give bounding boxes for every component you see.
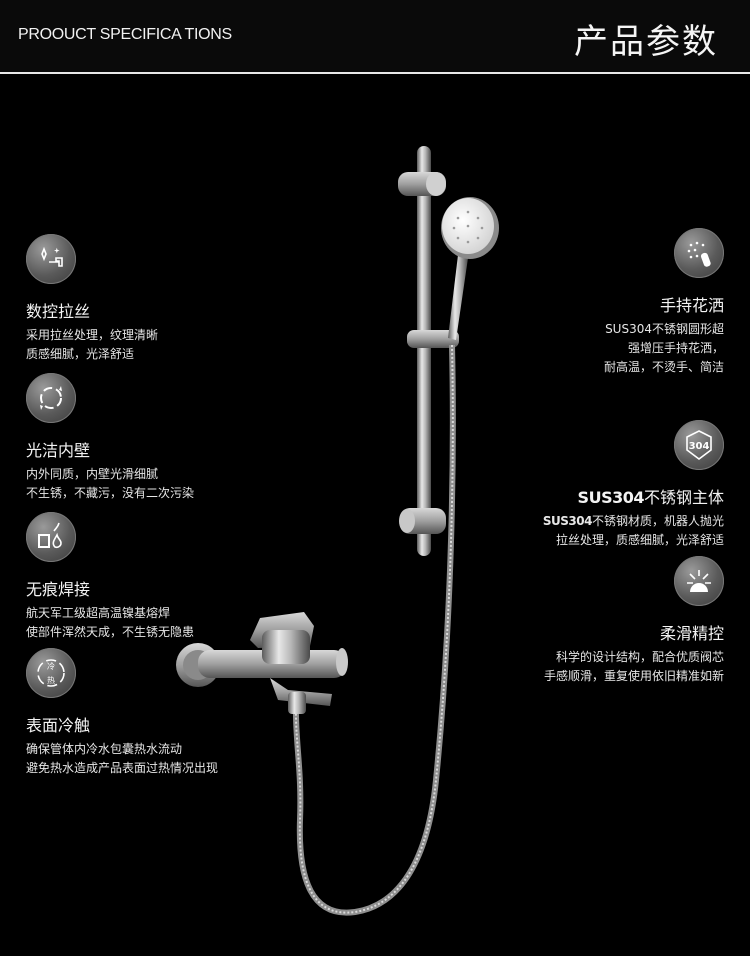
feature-sus304-body: 304 SUS304不锈钢主体 SUS304不锈钢材质，机器人抛光 拉丝处理，质… — [543, 420, 724, 550]
header-bar: PROOUCT SPECIFICA TIONS 产品参数 — [0, 0, 750, 74]
desc-line: 强增压手持花洒， — [627, 341, 724, 355]
title-text: 不锈钢主体 — [643, 488, 724, 507]
desc-line: 不生锈，不藏污，没有二次污染 — [26, 486, 195, 500]
shower-head-icon — [674, 228, 724, 278]
feature-desc: 确保管体内冷水包囊热水流动 避免热水造成产品表面过热情况出现 — [26, 740, 218, 778]
svg-text:热: 热 — [47, 675, 55, 685]
desc-line: 手感顺滑，重复使用依旧精准如新 — [543, 669, 724, 683]
feature-title: 光洁内壁 — [26, 441, 91, 460]
slide-bar — [417, 146, 431, 556]
feature-title: 无痕焊接 — [26, 580, 91, 599]
desc-line: 内外同质，内壁光滑细腻 — [26, 467, 159, 481]
feature-title: 柔滑精控 — [659, 624, 724, 643]
desc-line: 耐高温，不烫手、简洁 — [603, 360, 724, 374]
desc-line: 使部件浑然天成，不生锈无隐患 — [26, 625, 195, 639]
desc-line: 航天军工级超高温镍基熔焊 — [26, 606, 171, 620]
desc-line: SUS304不锈钢圆形超 — [605, 322, 724, 336]
desc-line: 采用拉丝处理，纹理清晰 — [26, 328, 159, 342]
title-prefix: SUS304 — [577, 488, 645, 507]
desc-text: 不锈钢材质，机器人抛光 — [591, 514, 724, 528]
feature-desc: 科学的设计结构，配合优质阀芯 手感顺滑，重复使用依旧精准如新 — [544, 648, 724, 686]
desc-line: 避免热水造成产品表面过热情况出现 — [26, 761, 219, 775]
desc-prefix: SUS304 — [542, 514, 593, 528]
circular-arrows-icon — [26, 373, 76, 423]
flame-weld-icon — [26, 512, 76, 562]
desc-line: 确保管体内冷水包囊热水流动 — [26, 742, 183, 756]
feature-title: SUS304不锈钢主体 — [543, 484, 724, 508]
feature-brushed: 数控拉丝 采用拉丝处理，纹理清晰 质感细腻，光泽舒适 — [26, 234, 158, 364]
304-badge-icon: 304 — [674, 420, 724, 470]
feature-title: 数控拉丝 — [26, 302, 91, 321]
svg-text:304: 304 — [689, 441, 710, 452]
desc-line: SUS304不锈钢材质，机器人抛光 — [543, 512, 724, 531]
desc-line: 科学的设计结构，配合优质阀芯 — [555, 650, 724, 664]
feature-desc: SUS304不锈钢材质，机器人抛光 拉丝处理，质感细腻，光泽舒适 — [543, 512, 724, 550]
feature-desc: 航天军工级超高温镍基熔焊 使部件浑然天成，不生锈无隐患 — [26, 604, 194, 642]
feature-title: 手持花洒 — [659, 296, 724, 315]
feature-desc: 内外同质，内壁光滑细腻 不生锈，不藏污，没有二次污染 — [26, 465, 194, 503]
feature-title: 表面冷触 — [26, 716, 91, 735]
header-title-zh: 产品参数 — [574, 22, 718, 62]
desc-line: 质感细腻，光泽舒适 — [26, 347, 135, 361]
feature-smooth-control: 柔滑精控 科学的设计结构，配合优质阀芯 手感顺滑，重复使用依旧精准如新 — [544, 556, 724, 686]
desc-line: 拉丝处理，质感细腻，光泽舒适 — [555, 533, 724, 547]
feature-desc: 采用拉丝处理，纹理清晰 质感细腻，光泽舒适 — [26, 326, 158, 364]
feature-welding: 无痕焊接 航天军工级超高温镍基熔焊 使部件浑然天成，不生锈无隐患 — [26, 512, 194, 642]
feature-handheld-shower: 手持花洒 SUS304不锈钢圆形超 强增压手持花洒， 耐高温，不烫手、简洁 — [604, 228, 724, 377]
spray-icon — [674, 556, 724, 606]
feature-inner-wall: 光洁内壁 内外同质，内壁光滑细腻 不生锈，不藏污，没有二次污染 — [26, 373, 194, 503]
svg-text:冷: 冷 — [47, 661, 55, 671]
hot-cold-cycle-icon: 冷 热 — [26, 648, 76, 698]
feature-cold-touch: 冷 热 表面冷触 确保管体内冷水包囊热水流动 避免热水造成产品表面过热情况出现 — [26, 648, 218, 778]
feature-desc: SUS304不锈钢圆形超 强增压手持花洒， 耐高温，不烫手、简洁 — [604, 320, 724, 377]
faucet-sparkle-icon — [26, 234, 76, 284]
header-title-en: PROOUCT SPECIFICA TIONS — [18, 26, 232, 43]
